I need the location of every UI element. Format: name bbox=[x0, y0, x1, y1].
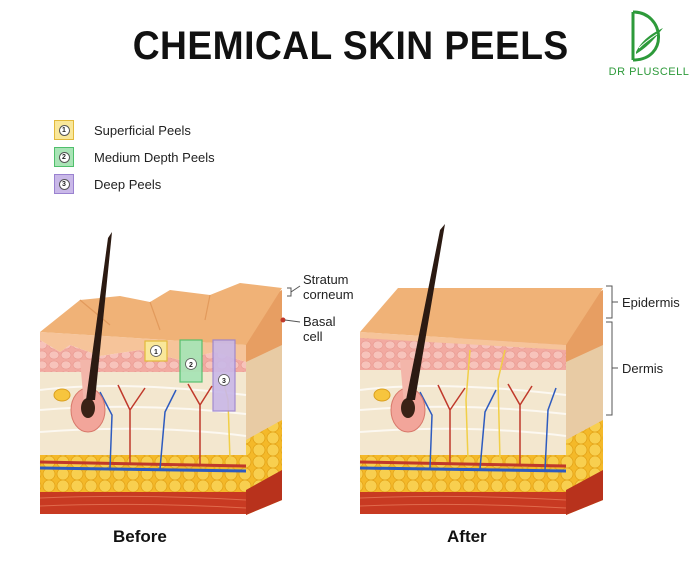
legend-label-deep: Deep Peels bbox=[94, 176, 162, 192]
legend-label-superficial: Superficial Peels bbox=[94, 122, 191, 138]
legend-item-deep: 3 Deep Peels bbox=[54, 173, 161, 195]
page-title: CHEMICAL SKIN PEELS bbox=[132, 24, 569, 68]
after-vein bbox=[359, 466, 567, 473]
legend-number-2: 2 bbox=[58, 151, 70, 163]
svg-text:3: 3 bbox=[222, 378, 226, 385]
brand-logo: DR PLUSCELL bbox=[603, 8, 695, 88]
before-muscle-layer bbox=[40, 492, 246, 514]
svg-text:1: 1 bbox=[154, 349, 158, 356]
skin-block-before: 1 2 3 bbox=[39, 232, 301, 515]
legend-swatch-2: 2 bbox=[54, 147, 74, 167]
label-epidermis: Epidermis bbox=[622, 295, 680, 310]
before-hair-shaft bbox=[86, 232, 112, 400]
label-dermis: Dermis bbox=[622, 361, 664, 376]
before-vein bbox=[39, 466, 247, 473]
dermis-bracket bbox=[606, 321, 618, 416]
logo-text: DR PLUSCELL bbox=[608, 66, 690, 78]
after-hair-shaft bbox=[406, 224, 445, 400]
legend-number-1: 1 bbox=[58, 124, 70, 136]
legend-label-medium: Medium Depth Peels bbox=[94, 149, 215, 165]
after-artery bbox=[359, 460, 567, 468]
legend-swatch-3: 3 bbox=[54, 174, 74, 194]
svg-text:2: 2 bbox=[189, 362, 193, 369]
legend-swatch-1: 1 bbox=[54, 120, 74, 140]
label-stratum-corneum: Stratum corneum bbox=[303, 272, 354, 302]
before-artery bbox=[39, 460, 247, 468]
label-basal-cell: Basal cell bbox=[303, 314, 336, 344]
legend-number-3: 3 bbox=[58, 178, 70, 190]
caption-after: After bbox=[447, 527, 487, 546]
epidermis-bracket bbox=[606, 285, 618, 319]
legend-item-superficial: 1 Superficial Peels bbox=[54, 119, 191, 141]
after-muscle-layer bbox=[360, 492, 566, 514]
caption-before: Before bbox=[113, 527, 167, 546]
logo-mark-icon bbox=[631, 10, 663, 62]
skin-block-after bbox=[359, 224, 618, 515]
legend-item-medium: 2 Medium Depth Peels bbox=[54, 146, 215, 168]
